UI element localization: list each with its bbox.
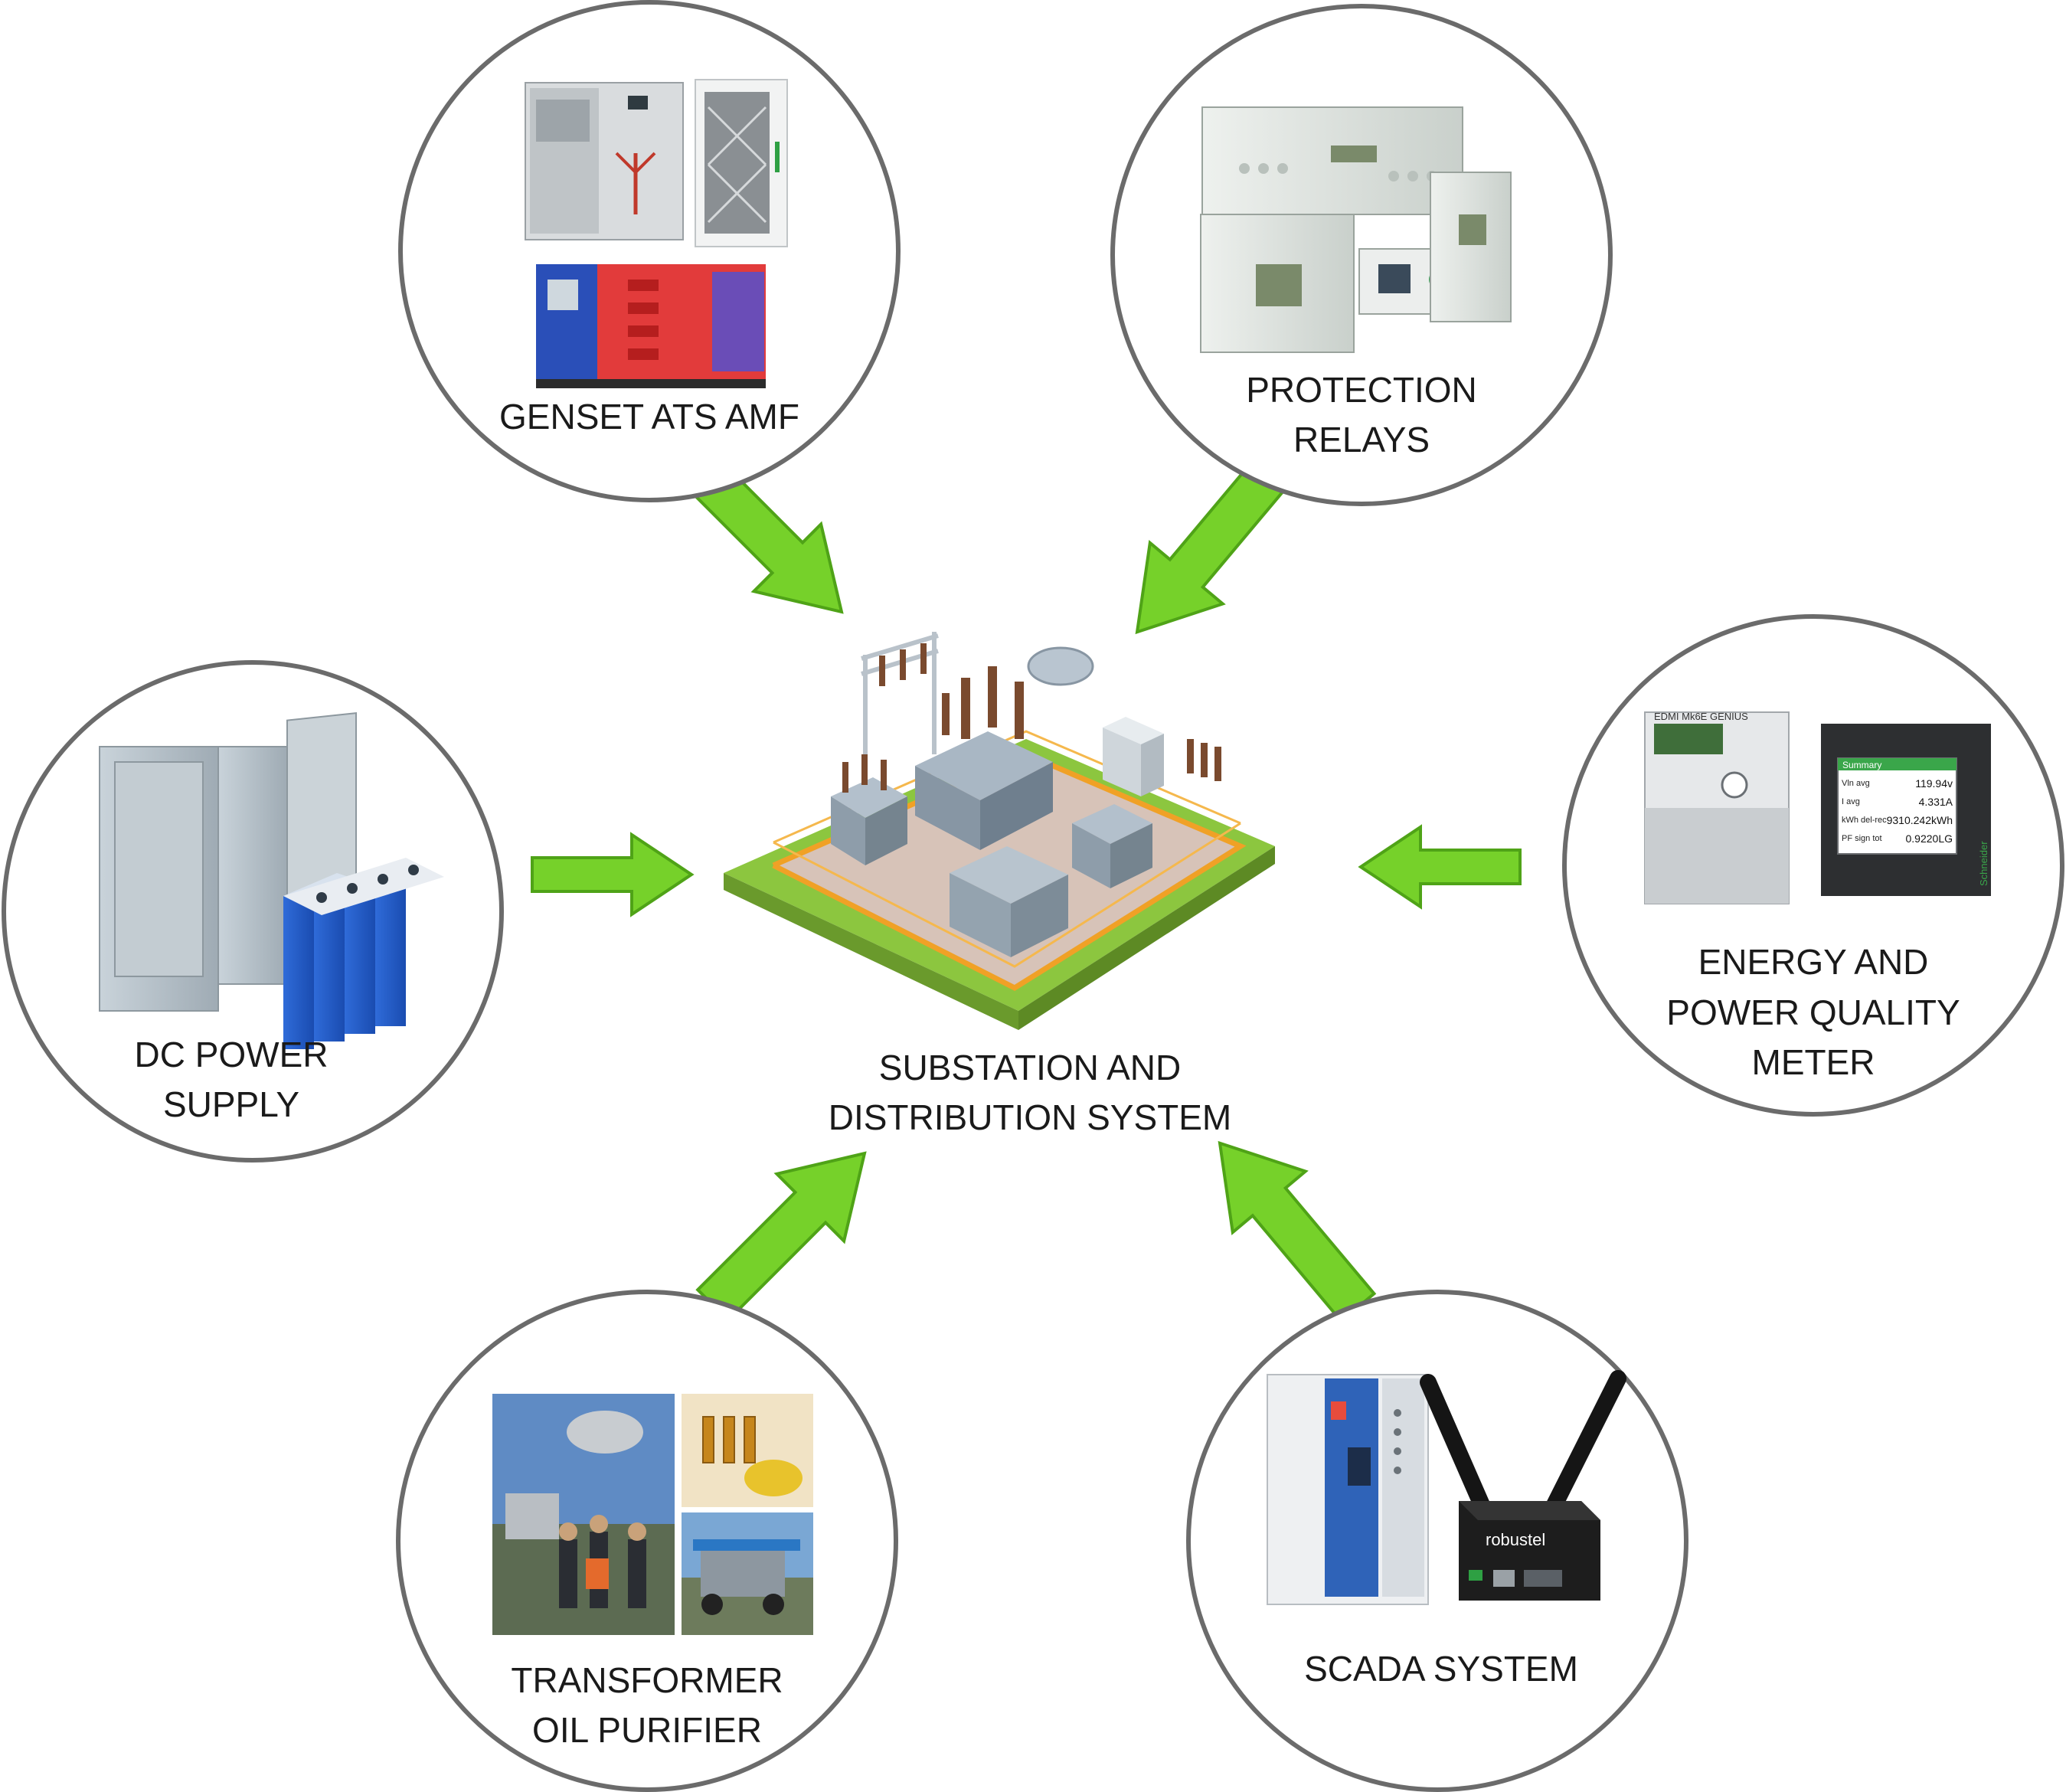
router-brand-text: robustel [1486,1530,1545,1549]
node-genset: GENSET ATS AMF [398,0,901,502]
genset-equipment-image [525,79,788,388]
scada-label-line-1: SCADA SYSTEM [1304,1649,1578,1689]
center-label-line-1: SUBSTATION AND [879,1048,1181,1087]
node-meter: EDMI Mk6E GENIUS Summary Vln avg I avg k… [1562,614,2064,1117]
meter-label-line-2: POWER QUALITY [1666,992,1960,1032]
dc-label-line-1: DC POWER [135,1035,329,1074]
oil-label-line-1: TRANSFORMER [511,1660,783,1700]
arrow-oil-to-center [695,1151,867,1323]
meter-row-label-2: I avg [1842,797,1860,806]
meter-label-line-1: ENERGY AND [1698,942,1929,982]
meter-row-label-1: Vln avg [1842,779,1870,788]
meter-reading-2: 4.331A [1919,796,1953,808]
oil-label-line-2: OIL PURIFIER [532,1710,762,1750]
meter-row-label-4: PF sign tot [1842,834,1882,843]
dc-equipment-image [99,712,444,1049]
oil-purifier-image [492,1394,813,1635]
relays-label-line-1: PROTECTION [1246,370,1477,410]
meter-reading-1: 119.94v [1915,777,1953,790]
meter-label-line-3: METER [1752,1042,1875,1082]
meter-reading-3: 9310.242kWh [1887,814,1953,826]
node-scada-circle [1186,1290,1688,1792]
meter-screen-title: Summary [1842,760,1881,770]
schneider-logo-text: Schneider [1978,841,1989,886]
dc-label-line-2: SUPPLY [163,1084,299,1124]
meter-reading-4: 0.9220LG [1906,832,1953,845]
relays-label-line-2: RELAYS [1293,420,1430,459]
meter-brand-text: EDMI Mk6E GENIUS [1654,711,1748,722]
node-relays: PROTECTION RELAYS [1110,4,1613,506]
arrow-dc-to-center [531,832,695,917]
meter-row-label-3: kWh del-rec [1842,816,1887,825]
substation-illustration [724,632,1275,1030]
relays-equipment-image [1200,106,1512,353]
scada-equipment-image: robustel [1267,1370,1626,1605]
center-label-line-2: DISTRIBUTION SYSTEM [829,1097,1231,1137]
arrow-scada-to-center [1218,1140,1377,1324]
node-dc: DC POWER SUPPLY [2,660,504,1163]
node-oil: TRANSFORMER OIL PURIFIER [396,1290,898,1792]
node-scada: robustel SCADA SYSTEM [1186,1290,1688,1792]
genset-label-line-1: GENSET ATS AMF [499,397,799,437]
meter-equipment-image: EDMI Mk6E GENIUS Summary Vln avg I avg k… [1644,711,1991,904]
arrow-meter-to-center [1358,824,1522,910]
